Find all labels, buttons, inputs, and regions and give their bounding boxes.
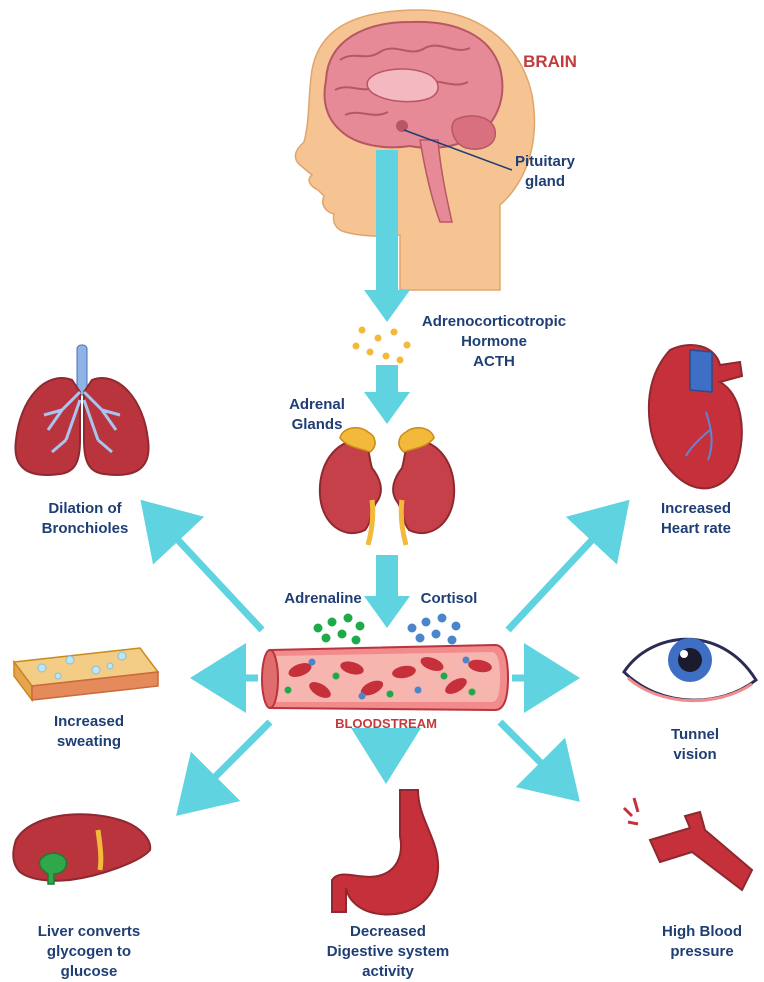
tunnel-vision-label: Tunnel vision (640, 725, 750, 765)
stomach-icon (332, 790, 438, 915)
sweating-label: Increased sweating (24, 712, 154, 752)
adrenaline-label: Adrenaline (268, 589, 378, 609)
liver-icon (13, 814, 150, 884)
heart-icon (649, 345, 742, 488)
bloodstream-label: BLOODSTREAM (316, 714, 456, 734)
lungs-icon (15, 345, 148, 475)
arrow-to-heart (508, 510, 620, 630)
liver-label: Liver converts glycogen to glucose (14, 922, 164, 982)
brain-title: BRAIN (512, 52, 588, 72)
eye-icon (624, 638, 756, 701)
arrow-to-bronchioles (150, 510, 262, 630)
cortisol-particles (408, 614, 461, 645)
blood-vessel-icon (262, 645, 508, 710)
acth-label: Adrenocorticotropic Hormone ACTH (404, 312, 584, 372)
arrow-acth-to-adrenal (364, 365, 410, 424)
heart-rate-label: Increased Heart rate (636, 499, 756, 539)
skin-icon (14, 648, 158, 700)
blood-pressure-label: High Blood pressure (642, 922, 762, 962)
adrenaline-particles (314, 614, 365, 645)
bronchioles-label: Dilation of Bronchioles (10, 499, 160, 539)
pituitary-gland-label: Pituitary gland (500, 152, 590, 192)
kidneys-icon (320, 428, 454, 545)
blood-vessel-burst-icon (624, 798, 752, 890)
digestive-label: Decreased Digestive system activity (304, 922, 472, 982)
arrow-to-pressure (500, 722, 570, 792)
adrenal-glands-label: Adrenal Glands (272, 395, 362, 435)
arrow-to-liver (186, 722, 270, 806)
cortisol-label: Cortisol (404, 589, 494, 609)
acth-particles (353, 327, 411, 364)
